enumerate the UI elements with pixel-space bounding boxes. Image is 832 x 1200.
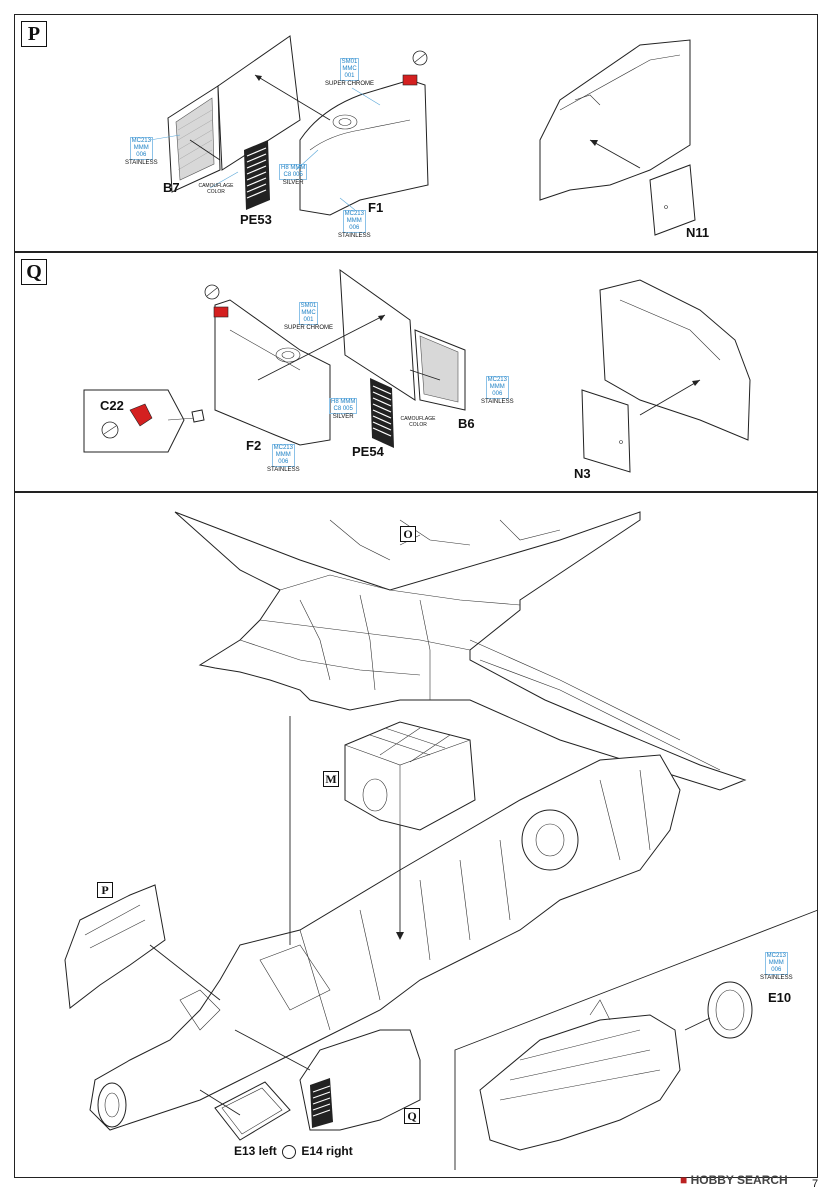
step-q-label-n3: N3 — [574, 466, 591, 481]
step-q-arrow-2 — [409, 369, 441, 381]
main-e13-e14-panel — [214, 1081, 291, 1141]
main-label-e10: E10 — [768, 990, 792, 1005]
step-q-paint-2: H8 MMM C8 005 SILVER — [329, 398, 358, 421]
step-q-panel: Q — [14, 252, 818, 492]
step-p-b7-part — [167, 85, 221, 193]
step-q-paint-1: SM01 MMC 001 SUPER CHROME — [284, 302, 333, 332]
step-p-paint-4: MC213 MMM 006 STAINLESS — [338, 210, 371, 240]
step-p-arrow-1 — [189, 139, 221, 161]
label-e14-right: E14 right — [301, 1144, 353, 1158]
main-paint-1: MC213 MMM 006 STAINLESS — [760, 952, 793, 982]
main-p-ref-housing — [64, 884, 166, 1009]
step-q-paint-4: MC213 MMM 006 STAINLESS — [481, 376, 514, 406]
step-q-label-b6: B6 — [458, 416, 475, 431]
main-label-e13-e14: E13 left E14 right — [234, 1144, 353, 1159]
step-q-badge: Q — [21, 259, 47, 285]
step-p-paint-1: MC213 MMM 006 STAINLESS — [125, 137, 158, 167]
page-number: 7 — [812, 1178, 819, 1190]
watermark-logo-icon: ■ — [680, 1173, 688, 1187]
paint-name: STAINLESS — [481, 399, 514, 405]
step-q-c22-inset — [83, 389, 205, 453]
paint-name: SUPER CHROME — [284, 325, 334, 331]
main-ref-p: P — [97, 882, 113, 898]
paint-code: H8 MMM C8 005 — [279, 164, 308, 180]
step-p-paint-2: SM01 MMC 001 SUPER CHROME — [325, 58, 374, 88]
paint-name: CAMOUFLAGE COLOR — [198, 183, 234, 195]
paint-name: STAINLESS — [267, 467, 300, 473]
step-q-panel-sheet — [339, 268, 416, 401]
step-q-arrowhead-1 — [378, 315, 385, 321]
paint-name: STAINLESS — [125, 160, 158, 166]
step-q-paint-5: CAMOUFLAGE COLOR — [398, 416, 438, 428]
main-assembly-arrows — [149, 534, 421, 1116]
paint-code: MC213 MMM 006 — [485, 376, 509, 399]
paint-name: SUPER CHROME — [325, 81, 375, 87]
step-q-label-c22: C22 — [100, 398, 124, 413]
step-q-arrow-1 — [257, 314, 386, 381]
paint-code: MC213 MMM 006 — [271, 444, 295, 467]
step-q-paint-3: MC213 MMM 006 STAINLESS — [267, 444, 300, 474]
step-p-f1-part — [299, 50, 429, 216]
step-p-paint-3: H8 MMM C8 005 SILVER — [279, 164, 308, 187]
main-panel — [14, 492, 818, 1178]
paint-name: SILVER — [282, 180, 304, 186]
label-e13-left: E13 left — [234, 1144, 277, 1158]
step-p-pe53-part — [244, 140, 270, 210]
step-p-lead-4 — [351, 87, 381, 106]
step-p-lead-2 — [209, 171, 239, 189]
watermark: ■ HOBBY SEARCH — [680, 1173, 788, 1187]
paint-code: MC213 MMM 006 — [764, 952, 788, 975]
paint-name: CAMOUFLAGE COLOR — [400, 416, 436, 428]
step-p-n11-assembly — [539, 39, 696, 236]
main-m-equipment-bay — [344, 721, 476, 831]
paint-name: SILVER — [332, 414, 354, 420]
paint-code: MC213 MMM 006 — [342, 210, 366, 233]
glue-icon — [282, 1144, 297, 1159]
step-p-badge: P — [21, 21, 47, 47]
step-q-label-pe54: PE54 — [352, 444, 384, 459]
step-p-label-b7: B7 — [163, 180, 180, 195]
step-p-label-f1: F1 — [368, 200, 384, 215]
step-p-panel-sheet — [217, 35, 301, 171]
step-p-lead-1 — [149, 134, 181, 141]
step-p-arrow-2 — [254, 74, 331, 121]
paint-name: STAINLESS — [760, 975, 793, 981]
paint-code: MC213 MMM 006 — [129, 137, 153, 160]
step-q-label-f2: F2 — [246, 438, 262, 453]
step-p-label-pe53: PE53 — [240, 212, 272, 227]
step-q-b6-part — [414, 329, 466, 411]
main-exhaust-inset — [454, 909, 819, 1170]
paint-code: H8 MMM C8 005 — [329, 398, 358, 414]
step-p-lead-3 — [295, 149, 319, 171]
main-ref-m: M — [323, 771, 339, 787]
paint-code: SM01 MMC 001 — [298, 302, 319, 325]
step-q-pe54-part — [370, 378, 394, 448]
step-q-n3-assembly — [581, 279, 751, 473]
watermark-text: HOBBY SEARCH — [690, 1173, 788, 1187]
step-p-arrowhead — [255, 75, 262, 81]
main-fuselage — [89, 754, 681, 1131]
step-p-paint-5: CAMOUFLAGE COLOR — [196, 183, 236, 195]
paint-code: SM01 MMC 001 — [339, 58, 360, 81]
paint-name: STAINLESS — [338, 233, 371, 239]
step-p-lead-5 — [339, 197, 356, 211]
main-ref-o: O — [400, 526, 416, 542]
main-ref-q: Q — [404, 1108, 420, 1124]
main-q-ref-housing — [299, 1029, 421, 1131]
step-p-label-n11: N11 — [686, 225, 710, 240]
